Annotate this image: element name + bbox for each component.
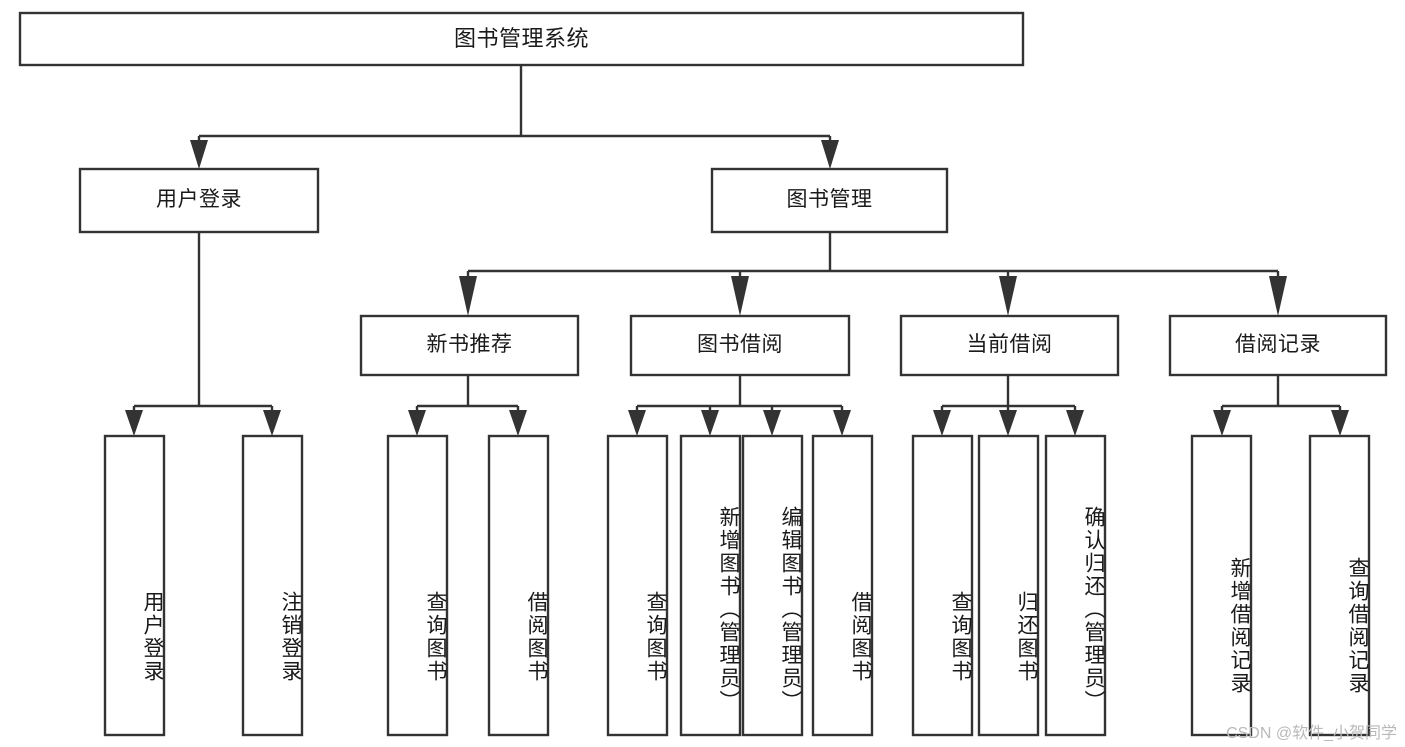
leaf-box-book-borrow-0[interactable] bbox=[606, 434, 669, 737]
leaf-box-current-borrow-2[interactable] bbox=[1044, 434, 1107, 737]
node-label-book-management: 图书管理 bbox=[786, 188, 873, 212]
node-label-new-book-recommend: 新书推荐 bbox=[426, 333, 513, 357]
leaf-label-book-borrow-0: 查询图书 bbox=[644, 591, 667, 684]
connector-group-new-book bbox=[408, 375, 527, 436]
connector-group-user-login bbox=[125, 232, 281, 436]
leaf-label-book-borrow-2: 编辑图书（管理员） bbox=[779, 506, 802, 713]
leaf-label-book-borrow-1: 新增图书（管理员） bbox=[717, 506, 740, 713]
leaf-label-borrow-record-0: 新增借阅记录 bbox=[1228, 556, 1251, 695]
leaf-label-borrow-record-1: 查询借阅记录 bbox=[1346, 556, 1369, 695]
connector-group-root bbox=[190, 65, 839, 169]
node-box-root[interactable] bbox=[18, 11, 1025, 67]
node-box-book-borrow[interactable] bbox=[629, 314, 851, 377]
node-box-borrow-record[interactable] bbox=[1168, 314, 1388, 377]
node-box-current-borrow[interactable] bbox=[899, 314, 1120, 377]
leaf-box-current-borrow-0[interactable] bbox=[911, 434, 974, 737]
leaf-label-new-book-0: 查询图书 bbox=[424, 591, 447, 684]
connector-group-current-borrow bbox=[933, 375, 1084, 436]
node-label-current-borrow: 当前借阅 bbox=[966, 333, 1053, 357]
leaf-label-current-borrow-0: 查询图书 bbox=[949, 591, 972, 684]
leaf-box-user-login-1[interactable] bbox=[241, 434, 304, 737]
leaf-box-user-login-0[interactable] bbox=[103, 434, 166, 737]
leaf-label-book-borrow-3: 借阅图书 bbox=[849, 591, 872, 684]
leaf-box-book-borrow-2[interactable] bbox=[741, 434, 804, 737]
node-box-book-management[interactable] bbox=[710, 167, 949, 234]
connector-group-borrow-record bbox=[1213, 375, 1349, 436]
connector-group-book-mgmt bbox=[459, 232, 1287, 316]
leaf-box-book-borrow-1[interactable] bbox=[679, 434, 742, 737]
node-label-user-login: 用户登录 bbox=[156, 188, 242, 212]
leaf-label-new-book-1: 借阅图书 bbox=[525, 591, 548, 684]
node-box-new-book-recommend[interactable] bbox=[359, 314, 580, 377]
leaf-label-user-login-0: 用户登录 bbox=[141, 591, 164, 684]
leaf-label-current-borrow-2: 确认归还（管理员） bbox=[1082, 506, 1105, 713]
leaf-label-user-login-1: 注销登录 bbox=[279, 591, 302, 684]
node-label-borrow-record: 借阅记录 bbox=[1235, 333, 1321, 357]
leaf-box-current-borrow-1[interactable] bbox=[977, 434, 1040, 737]
leaf-box-borrow-record-1[interactable] bbox=[1308, 434, 1371, 737]
node-box-user-login[interactable] bbox=[78, 167, 320, 234]
leaf-box-new-book-1[interactable] bbox=[487, 434, 550, 737]
leaf-box-borrow-record-0[interactable] bbox=[1190, 434, 1253, 737]
node-label-root: 图书管理系统 bbox=[453, 26, 589, 52]
leaf-box-new-book-0[interactable] bbox=[386, 434, 449, 737]
node-label-book-borrow: 图书借阅 bbox=[697, 333, 783, 357]
watermark-text: CSDN @软件_小贺同学 bbox=[1226, 725, 1397, 742]
leaf-label-current-borrow-1: 归还图书 bbox=[1015, 591, 1038, 684]
leaf-box-book-borrow-3[interactable] bbox=[811, 434, 874, 737]
connector-group-book-borrow bbox=[628, 375, 851, 436]
